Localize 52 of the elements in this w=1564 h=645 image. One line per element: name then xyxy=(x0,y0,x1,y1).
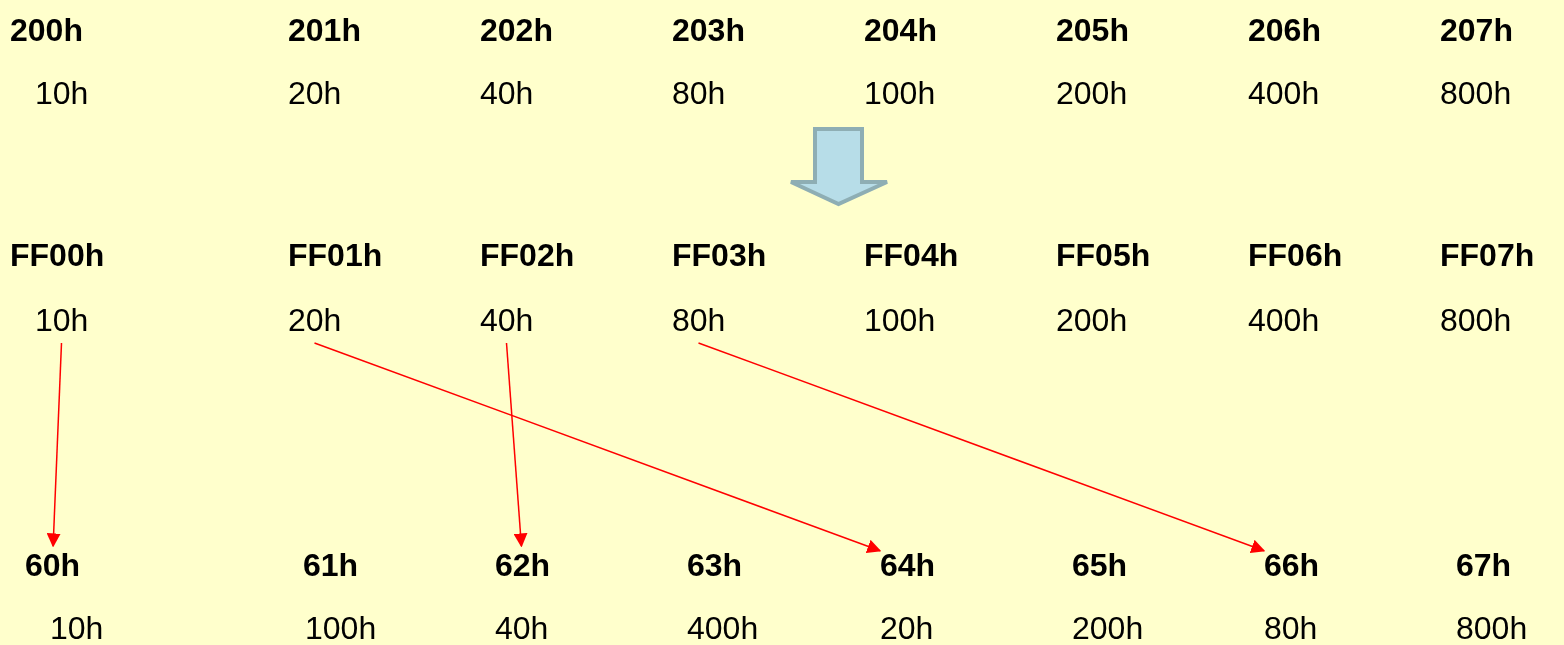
arrow xyxy=(46,342,63,548)
value-label: 800h xyxy=(1456,609,1528,645)
address-label: FF01h xyxy=(288,236,383,274)
value-label: 800h xyxy=(1440,74,1512,112)
address-label: 63h xyxy=(687,546,743,584)
address-label: 202h xyxy=(480,11,553,49)
value-label: 200h xyxy=(1056,74,1128,112)
value-label: 100h xyxy=(864,301,936,339)
arrow xyxy=(697,342,1266,553)
value-label: 40h xyxy=(480,74,534,112)
value-label: 20h xyxy=(288,301,342,339)
address-label: 64h xyxy=(880,546,936,584)
address-label: FF02h xyxy=(480,236,575,274)
value-label: 80h xyxy=(672,74,726,112)
address-label: FF07h xyxy=(1440,236,1535,274)
value-label: 200h xyxy=(1056,301,1128,339)
address-label: FF05h xyxy=(1056,236,1151,274)
arrow xyxy=(505,342,528,548)
value-label: 400h xyxy=(687,609,759,645)
address-label: FF03h xyxy=(672,236,767,274)
value-label: 10h xyxy=(35,74,89,112)
address-label: FF06h xyxy=(1248,236,1343,274)
address-label: 203h xyxy=(672,11,745,49)
value-label: 100h xyxy=(864,74,936,112)
address-label: 65h xyxy=(1072,546,1128,584)
address-label: 207h xyxy=(1440,11,1513,49)
address-label: 204h xyxy=(864,11,937,49)
address-label: 205h xyxy=(1056,11,1129,49)
address-label: 200h xyxy=(10,11,83,49)
value-label: 80h xyxy=(672,301,726,339)
address-label: 66h xyxy=(1264,546,1320,584)
value-label: 40h xyxy=(480,301,534,339)
value-label: 40h xyxy=(495,609,549,645)
value-label: 20h xyxy=(880,609,934,645)
value-label: 80h xyxy=(1264,609,1318,645)
address-label: 201h xyxy=(288,11,361,49)
address-label: 60h xyxy=(25,546,81,584)
arrow xyxy=(313,342,882,553)
address-label: FF04h xyxy=(864,236,959,274)
address-label: 61h xyxy=(303,546,359,584)
address-label: 67h xyxy=(1456,546,1512,584)
address-label: 206h xyxy=(1248,11,1321,49)
value-label: 100h xyxy=(305,609,377,645)
value-label: 800h xyxy=(1440,301,1512,339)
value-label: 200h xyxy=(1072,609,1144,645)
value-label: 400h xyxy=(1248,74,1320,112)
value-label: 10h xyxy=(50,609,104,645)
value-label: 400h xyxy=(1248,301,1320,339)
address-label: FF00h xyxy=(10,236,105,274)
address-label: 62h xyxy=(495,546,551,584)
value-label: 20h xyxy=(288,74,342,112)
value-label: 10h xyxy=(35,301,89,339)
